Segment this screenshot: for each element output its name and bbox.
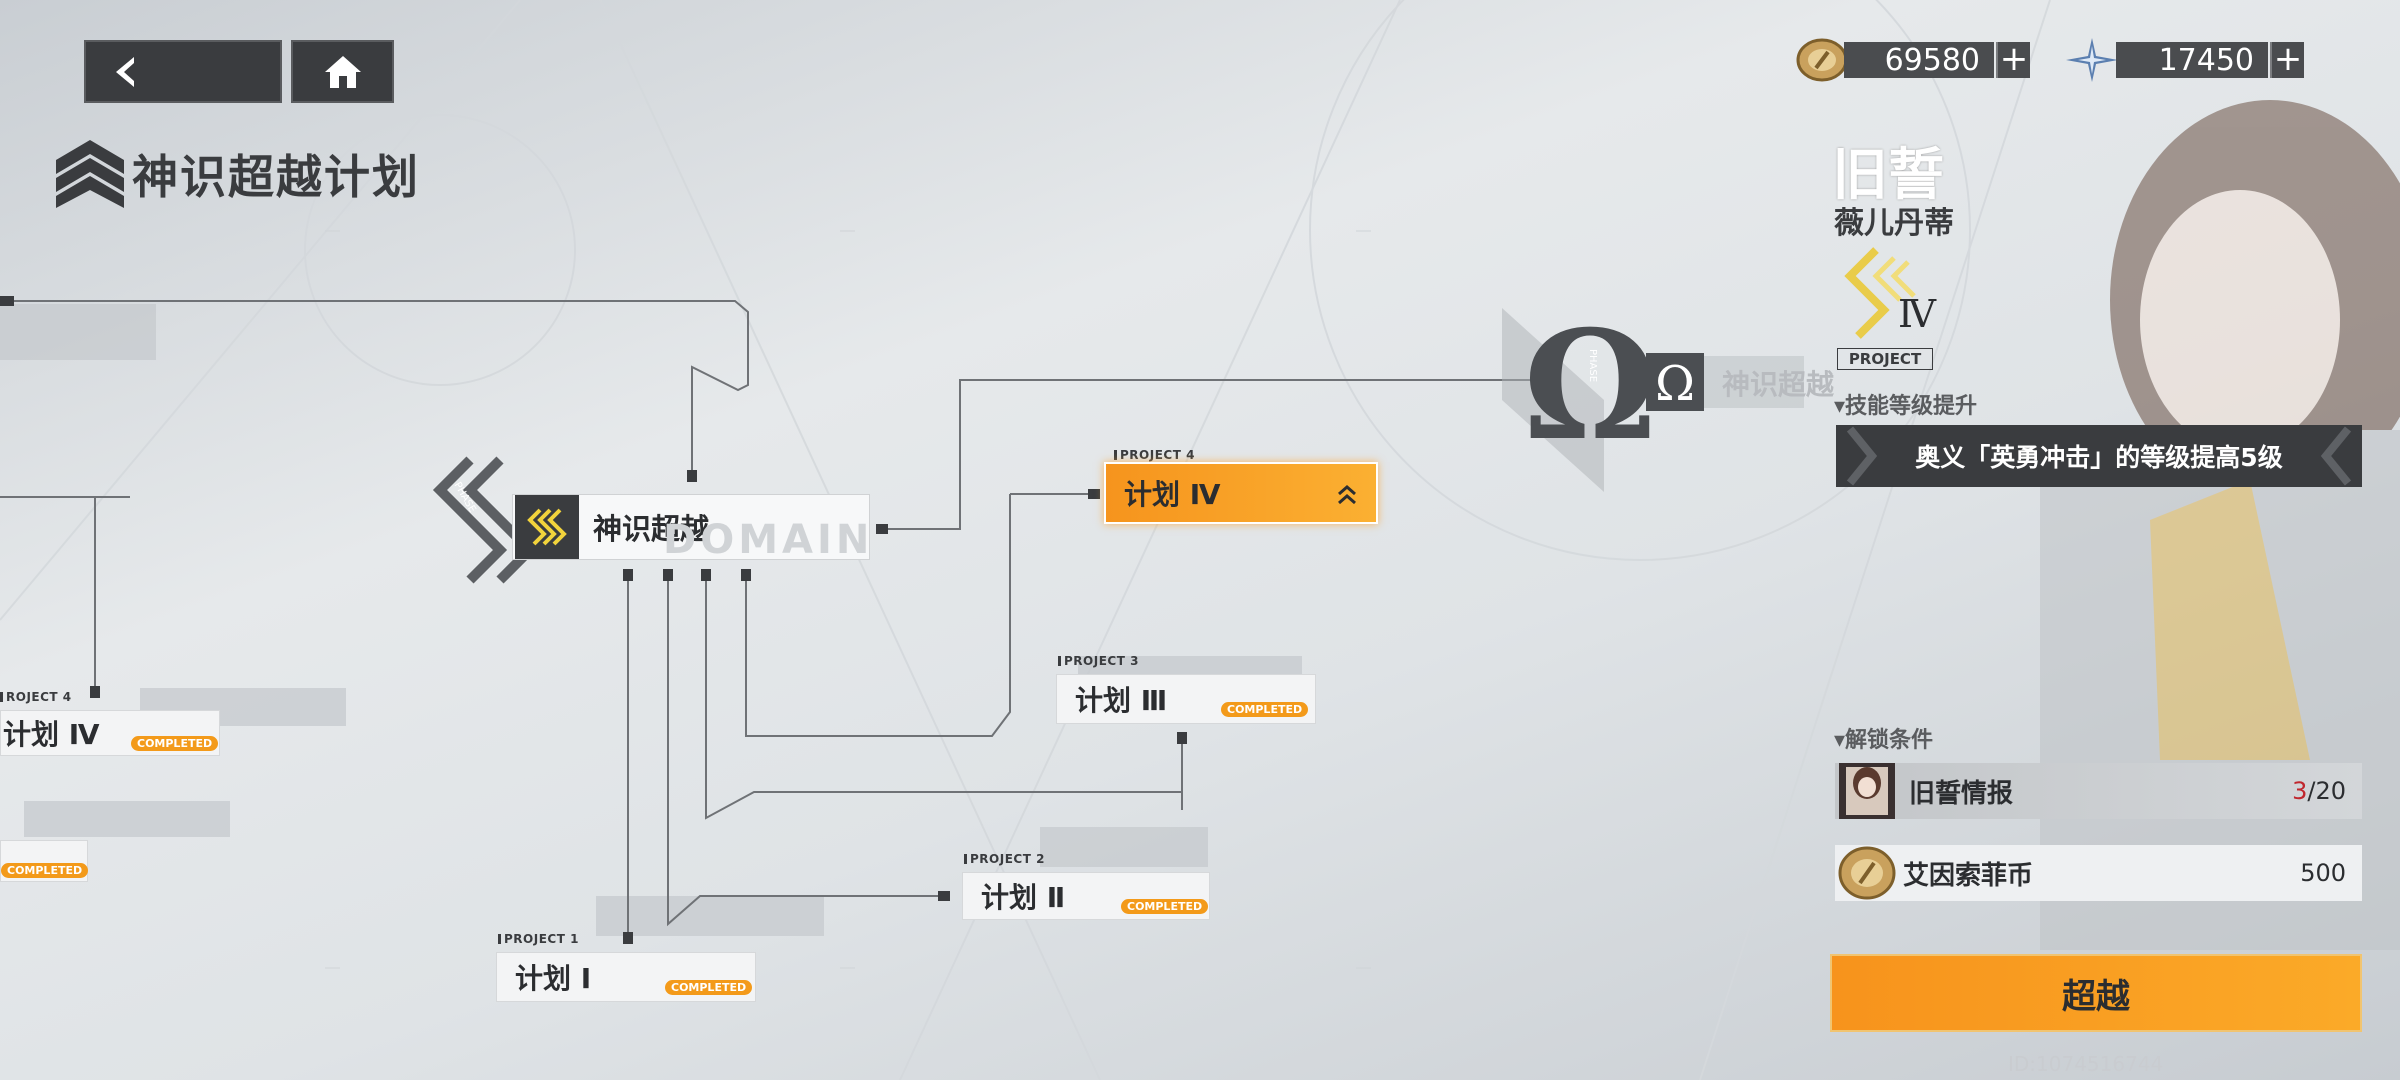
page-title-text: 神识超越计划	[132, 150, 420, 204]
star-shard-icon	[2066, 38, 2118, 82]
skill-upgrade-banner: 奥义「英勇冲击」的等级提高5级	[1836, 425, 2362, 487]
left-project4-node[interactable]: 计划 Ⅳ COMPLETED	[0, 710, 220, 756]
shard-amount: 17450	[2116, 42, 2268, 78]
intel-portrait-icon	[1839, 763, 1895, 819]
sss-icon	[515, 495, 579, 559]
completed-badge: COMPLETED	[1, 863, 89, 878]
project2-node[interactable]: 计划 Ⅱ COMPLETED	[962, 872, 1210, 920]
completed-badge: COMPLETED	[131, 736, 219, 751]
omega-node-label[interactable]: 神识超越	[1722, 368, 1835, 401]
currency-shards: 17450 +	[2064, 38, 2304, 82]
project4-label: 计划 Ⅳ	[1124, 478, 1221, 511]
omega-emblem: Ω	[1523, 298, 1657, 474]
project-emblem-icon: Ⅳ	[1836, 242, 1936, 342]
requirement-coin[interactable]: 艾因索菲币 500	[1835, 845, 2362, 901]
home-button[interactable]	[291, 40, 394, 103]
unlock-heading: ▾解锁条件	[1834, 728, 1934, 753]
project3-node[interactable]: 计划 Ⅲ COMPLETED	[1056, 674, 1316, 724]
requirement-intel[interactable]: 旧誓情报 3/20	[1835, 763, 2362, 819]
skill-heading: ▾技能等级提升	[1834, 394, 1978, 419]
transcend-button[interactable]: 超越	[1830, 954, 2362, 1032]
coin-icon	[1796, 38, 1848, 82]
domain-node[interactable]: 神识超越 DOMAIN	[512, 494, 874, 563]
center-phase-emblem: PHASE	[451, 480, 478, 515]
omega-phase-text: PHASE	[1587, 348, 1599, 383]
project1-node[interactable]: 计划 Ⅰ COMPLETED	[496, 952, 756, 1002]
project3-label: 计划 Ⅲ	[1075, 684, 1168, 717]
completed-badge: COMPLETED	[1221, 702, 1309, 717]
project2-label: 计划 Ⅱ	[981, 881, 1066, 914]
chevron-left-deco-icon	[2320, 426, 2352, 486]
home-icon	[324, 55, 361, 88]
coin-amount: 69580	[1844, 42, 1994, 78]
svg-text:Ω: Ω	[1655, 356, 1695, 412]
completed-badge: COMPLETED	[665, 980, 753, 995]
project4-node[interactable]: 计划 Ⅳ	[1104, 462, 1378, 524]
coin-cost: 500	[2300, 859, 2346, 887]
coin-icon	[1838, 846, 1896, 900]
domain-watermark: DOMAIN	[663, 517, 874, 563]
left-project4-tag: ROJECT 4	[0, 690, 72, 704]
project2-tag: PROJECT 2	[964, 852, 1045, 866]
project4-tag: PROJECT 4	[1114, 448, 1195, 462]
character-subtitle: 薇儿丹蒂	[1834, 206, 1954, 241]
domain-node-label: 神识超越	[593, 512, 710, 546]
coin-label: 艾因索菲币	[1903, 860, 2034, 891]
project1-tag: PROJECT 1	[498, 932, 579, 946]
back-arrow-icon	[116, 56, 134, 87]
project1-label: 计划 Ⅰ	[515, 962, 592, 995]
chevron-up-icon	[1338, 485, 1356, 505]
add-shards-button[interactable]: +	[2270, 42, 2304, 78]
currency-coins: 69580 +	[1796, 38, 2030, 82]
page-title: 神识超越计划	[54, 138, 420, 210]
character-name: 旧誓	[1832, 143, 1944, 208]
intel-count: 3/20	[2292, 777, 2346, 805]
user-id: ID:1074516744	[2008, 1052, 2164, 1076]
chevron-right-deco-icon	[1846, 426, 1878, 486]
skill-upgrade-text: 奥义「英勇冲击」的等级提高5级	[1915, 443, 2283, 472]
completed-badge: COMPLETED	[1121, 899, 1209, 914]
project-badge: PROJECT	[1837, 348, 1933, 370]
left-project4-label: 计划 Ⅳ	[3, 718, 100, 751]
transcend-logo-icon	[56, 140, 124, 208]
add-coins-button[interactable]: +	[1996, 42, 2030, 78]
project-numeral: Ⅳ	[1898, 292, 1936, 336]
back-button[interactable]	[84, 40, 282, 103]
intel-label: 旧誓情报	[1909, 778, 2014, 809]
left-partial-node[interactable]: COMPLETED	[0, 840, 89, 882]
project3-tag: PROJECT 3	[1058, 654, 1139, 668]
